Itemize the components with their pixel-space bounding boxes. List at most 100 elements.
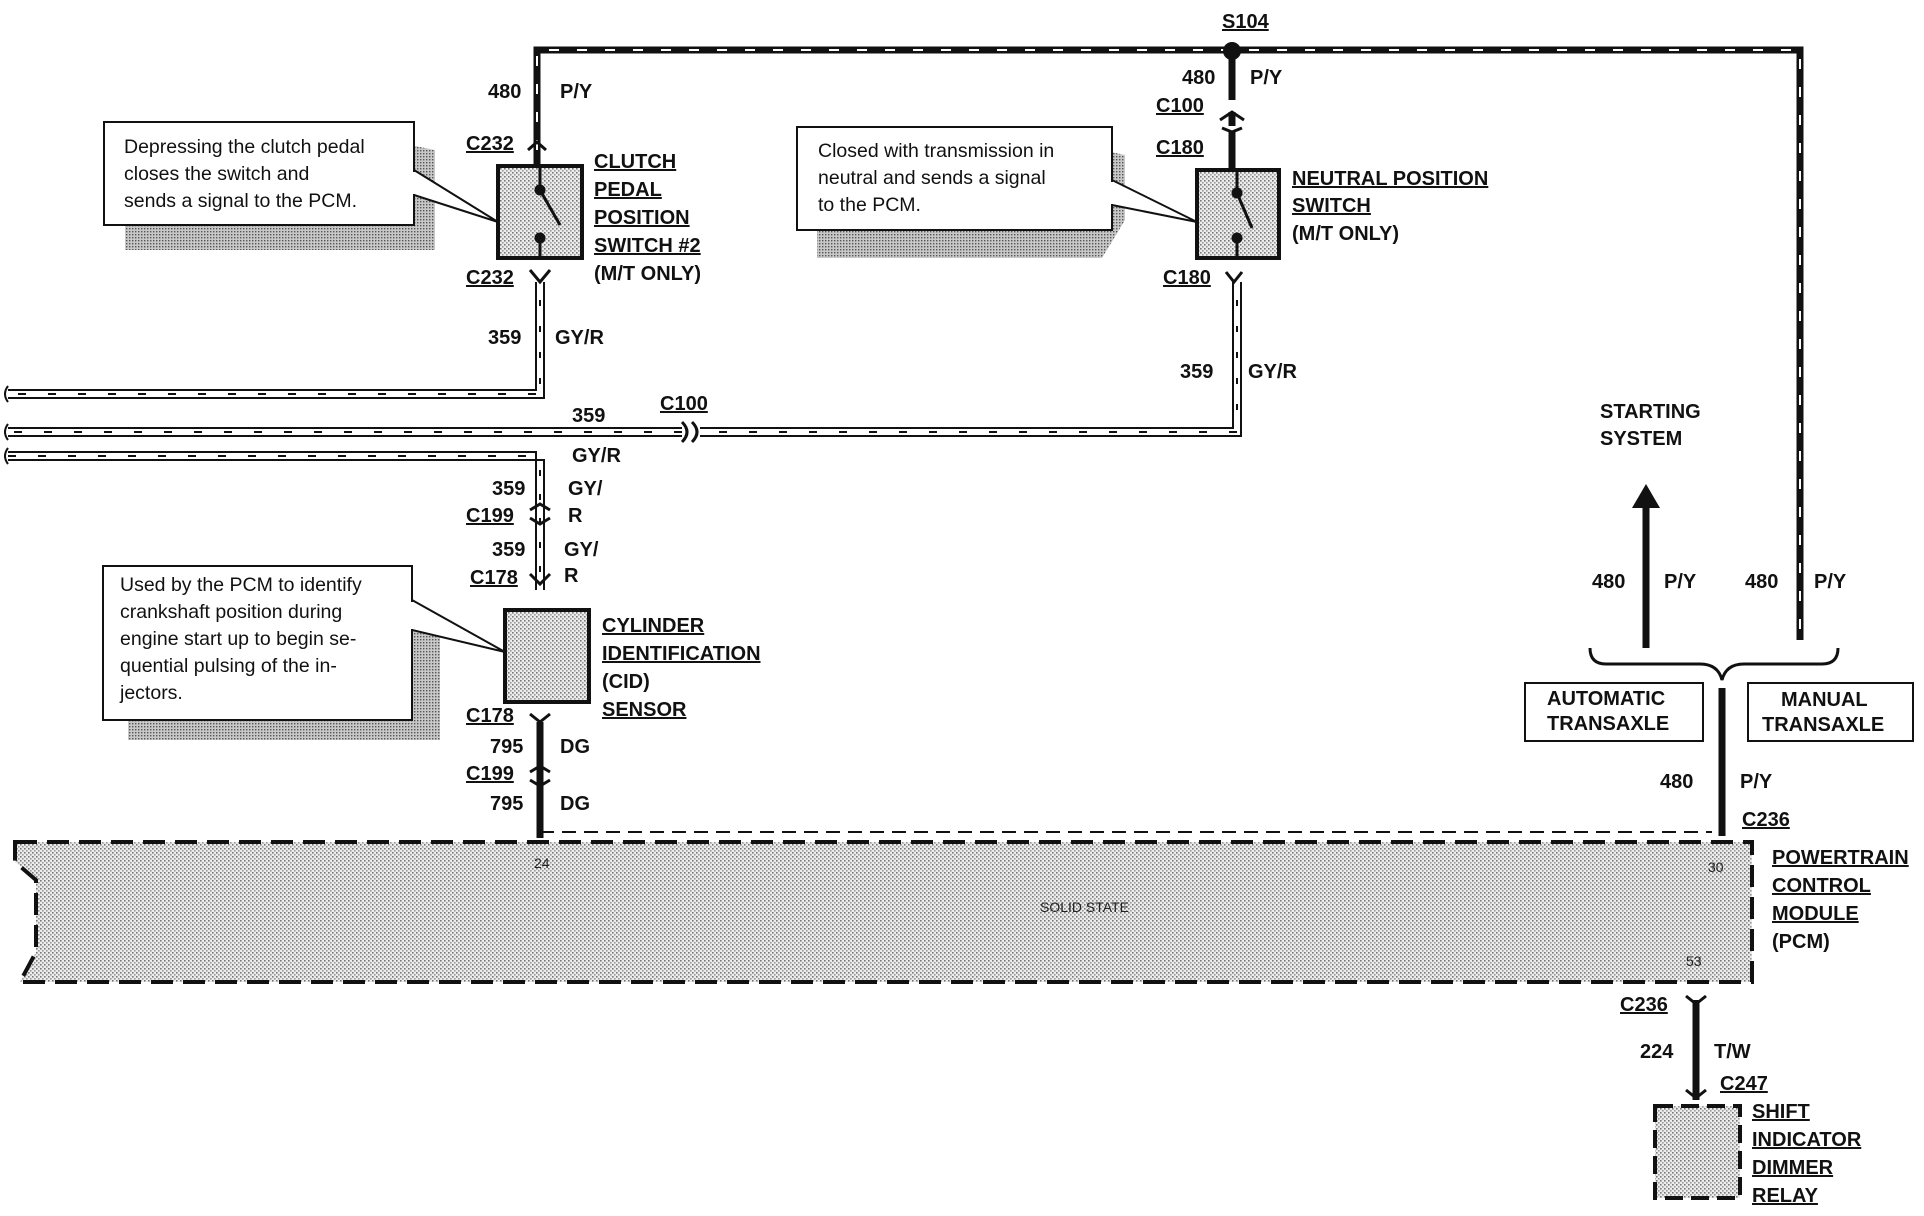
svg-text:SYSTEM: SYSTEM — [1600, 428, 1682, 450]
relay-label: SHIFT INDICATOR DIMMER RELAY — [1752, 1101, 1862, 1207]
svg-text:crankshaft position during: crankshaft position during — [120, 601, 342, 623]
svg-text:C178: C178 — [470, 567, 518, 589]
svg-text:P/Y: P/Y — [1664, 571, 1697, 593]
svg-text:MODULE: MODULE — [1772, 903, 1859, 925]
svg-text:(PCM): (PCM) — [1772, 931, 1830, 953]
svg-text:SENSOR: SENSOR — [602, 699, 687, 721]
svg-text:sends a signal to the PCM.: sends a signal to the PCM. — [124, 190, 357, 212]
svg-text:R: R — [568, 505, 583, 527]
svg-text:TRANSAXLE: TRANSAXLE — [1762, 714, 1884, 736]
svg-text:C178: C178 — [466, 705, 514, 727]
svg-text:Depressing the clutch pedal: Depressing the clutch pedal — [124, 136, 365, 158]
automatic-transaxle-label: AUTOMATIC TRANSAXLE — [1547, 688, 1669, 735]
pcm-pin-30: 30 — [1708, 859, 1724, 875]
connector-c180-label-top: C180 — [1156, 137, 1204, 159]
splice-s104-label: S104 — [1222, 11, 1270, 33]
svg-text:RELAY: RELAY — [1752, 1185, 1819, 1207]
svg-text:359: 359 — [492, 539, 525, 561]
svg-text:795: 795 — [490, 793, 523, 815]
wire-gyr-label-mid: GY/R — [572, 445, 621, 467]
svg-text:CYLINDER: CYLINDER — [602, 615, 705, 637]
svg-text:(CID): (CID) — [602, 671, 650, 693]
svg-text:jectors.: jectors. — [119, 682, 183, 704]
svg-text:NEUTRAL POSITION: NEUTRAL POSITION — [1292, 168, 1488, 190]
connector-c232-label-top: C232 — [466, 133, 514, 155]
cid-sensor-label: CYLINDER IDENTIFICATION (CID) SENSOR — [602, 615, 761, 721]
svg-text:480: 480 — [1745, 571, 1778, 593]
svg-text:AUTOMATIC: AUTOMATIC — [1547, 688, 1665, 710]
connector-c100-label-mid: C100 — [660, 393, 708, 415]
svg-text:quential pulsing of the in-: quential pulsing of the in- — [120, 655, 337, 677]
cid-callout — [102, 565, 413, 721]
svg-text:480: 480 — [1660, 771, 1693, 793]
wire-py-label-neutral: P/Y — [1250, 67, 1283, 89]
wire-py-label-clutch: P/Y — [560, 81, 593, 103]
svg-text:to the PCM.: to the PCM. — [818, 194, 921, 216]
svg-text:224: 224 — [1640, 1041, 1674, 1063]
svg-text:CONTROL: CONTROL — [1772, 875, 1871, 897]
svg-text:C199: C199 — [466, 505, 514, 527]
svg-text:TRANSAXLE: TRANSAXLE — [1547, 713, 1669, 735]
svg-text:SWITCH: SWITCH — [1292, 195, 1371, 217]
svg-text:C236: C236 — [1742, 809, 1790, 831]
svg-text:GY/: GY/ — [568, 478, 603, 500]
svg-text:(M/T ONLY): (M/T ONLY) — [594, 263, 701, 285]
wire-359-label-mid: 359 — [572, 405, 605, 427]
clutch-note-text: Depressing the clutch pedal closes the s… — [124, 136, 365, 212]
pcm-pin-53: 53 — [1686, 953, 1702, 969]
svg-text:neutral and sends a signal: neutral and sends a signal — [818, 167, 1046, 189]
pcm-label: POWERTRAIN CONTROL MODULE (PCM) — [1772, 847, 1909, 953]
wire-480-label-clutch: 480 — [488, 81, 521, 103]
connector-c100-neutral — [1219, 110, 1245, 168]
cid-sensor — [503, 608, 591, 704]
clutch-callout — [103, 121, 415, 226]
svg-text:359: 359 — [492, 478, 525, 500]
neutral-callout — [796, 126, 1113, 231]
svg-text:PEDAL: PEDAL — [594, 179, 662, 201]
svg-text:Closed with transmission in: Closed with transmission in — [818, 140, 1054, 162]
wire-359-neutral — [8, 282, 1242, 437]
connector-c180-label-bottom: C180 — [1163, 267, 1211, 289]
svg-text:480: 480 — [1592, 571, 1625, 593]
svg-text:(M/T ONLY): (M/T ONLY) — [1292, 223, 1399, 245]
cid-note-text: Used by the PCM to identify crankshaft p… — [119, 574, 362, 704]
neutral-note-text: Closed with transmission in neutral and … — [818, 140, 1054, 216]
svg-text:GY/: GY/ — [564, 539, 599, 561]
svg-text:closes the switch and: closes the switch and — [124, 163, 309, 185]
svg-text:Used by the PCM to identify: Used by the PCM to identify — [120, 574, 362, 596]
wire-359-label-neutral: 359 — [1180, 361, 1213, 383]
svg-text:DIMMER: DIMMER — [1752, 1157, 1834, 1179]
svg-text:SHIFT: SHIFT — [1752, 1101, 1810, 1123]
neutral-switch-label: NEUTRAL POSITION SWITCH (M/T ONLY) — [1292, 168, 1488, 245]
transaxle-brace — [1588, 647, 1840, 681]
pcm-pin-24: 24 — [534, 855, 550, 871]
starting-system-label: STARTING SYSTEM — [1600, 401, 1701, 450]
wire-359-clutch — [8, 282, 545, 399]
splice-s104 — [1223, 42, 1241, 60]
svg-text:CLUTCH: CLUTCH — [594, 151, 676, 173]
automatic-transaxle-box — [1524, 682, 1704, 742]
svg-text:DG: DG — [560, 793, 590, 815]
svg-text:INDICATOR: INDICATOR — [1752, 1129, 1862, 1151]
shift-indicator-dimmer-relay — [1653, 1104, 1742, 1200]
clutch-switch-contacts — [534, 166, 562, 258]
svg-text:DG: DG — [560, 736, 590, 758]
powertrain-control-module — [13, 840, 1754, 984]
svg-text:STARTING: STARTING — [1600, 401, 1701, 423]
svg-text:MANUAL: MANUAL — [1781, 689, 1868, 711]
svg-text:T/W: T/W — [1714, 1041, 1751, 1063]
wire-480-label-neutral: 480 — [1182, 67, 1215, 89]
connector-c100-mid — [680, 420, 699, 444]
wire-gyr-label-neutral: GY/R — [1248, 361, 1297, 383]
svg-text:R: R — [564, 565, 579, 587]
connector-c232-label-bottom: C232 — [466, 267, 514, 289]
svg-text:C236: C236 — [1620, 994, 1668, 1016]
wire-gyr-label-clutch: GY/R — [555, 327, 604, 349]
clutch-switch-label: CLUTCH PEDAL POSITION SWITCH #2 (M/T ONL… — [594, 151, 701, 285]
starting-arrow — [1632, 484, 1660, 508]
svg-text:IDENTIFICATION: IDENTIFICATION — [602, 643, 761, 665]
svg-text:C199: C199 — [466, 763, 514, 785]
svg-text:POSITION: POSITION — [594, 207, 690, 229]
neutral-switch-contacts — [1231, 170, 1254, 258]
